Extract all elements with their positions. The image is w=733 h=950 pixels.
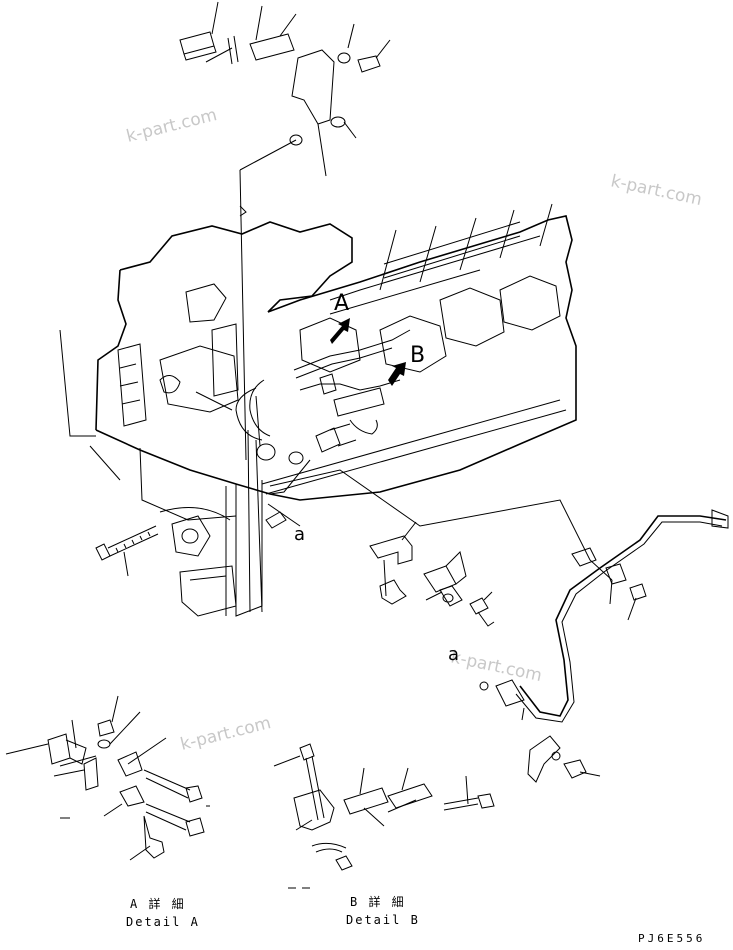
leader-line xyxy=(195,391,233,411)
arrow-to-detail-b xyxy=(388,362,406,386)
detail-b-caption-en: Detail B xyxy=(346,913,420,927)
view-label-b: B xyxy=(410,343,425,368)
pipe-assembly xyxy=(269,469,729,783)
detail-a-drawing xyxy=(5,695,210,861)
watermark-middle: k-part.com xyxy=(449,647,544,686)
detail-a-caption-en: Detail A xyxy=(126,915,200,929)
connection-label-a: a xyxy=(294,524,305,545)
drawing-code: PJ6E556 xyxy=(638,932,705,945)
watermark-top-right: k-part.com xyxy=(609,171,704,210)
injection-harness xyxy=(235,329,411,529)
long-bolt xyxy=(95,525,159,577)
detail-b-caption-jp: B 詳 細 xyxy=(350,894,406,909)
watermark-bottom-left: k-part.com xyxy=(178,713,273,755)
watermark-top-left: k-part.com xyxy=(124,105,219,147)
engine-block xyxy=(59,203,577,617)
middle-bracket-assembly xyxy=(369,521,495,627)
arrow-to-detail-a xyxy=(330,318,350,344)
view-label-a: A xyxy=(334,291,349,316)
detail-b-drawing xyxy=(273,743,495,889)
detail-a-caption-jp: A 詳 細 xyxy=(130,896,186,911)
leader-line xyxy=(89,445,121,481)
connection-label-a-pipe: a xyxy=(448,644,459,665)
top-clamp-assembly xyxy=(179,1,391,461)
